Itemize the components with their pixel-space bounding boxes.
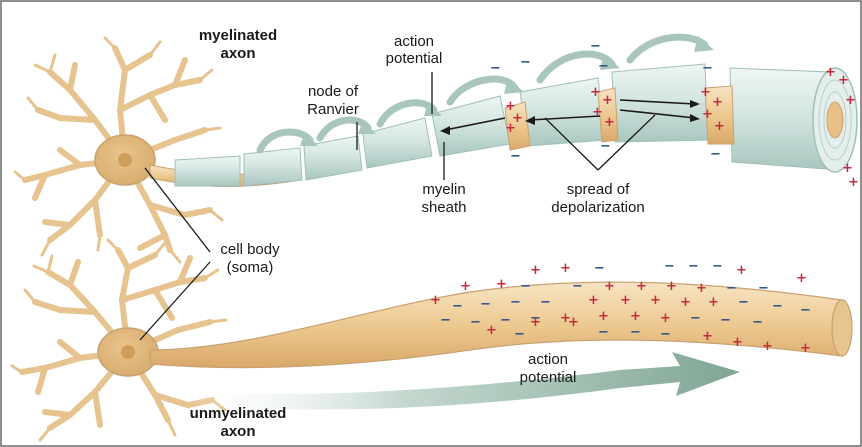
charge-minus: −	[752, 315, 763, 330]
charge-plus: +	[602, 93, 613, 108]
label-myelin-1: myelin	[422, 181, 465, 198]
charge-plus: +	[650, 293, 661, 308]
charge-minus: −	[702, 61, 713, 76]
charge-plus: +	[796, 271, 807, 286]
charge-plus: +	[496, 277, 507, 292]
charge-minus: −	[690, 311, 701, 326]
charge-minus: −	[664, 259, 675, 274]
charge-plus: +	[714, 119, 725, 134]
charge-minus: −	[710, 147, 721, 162]
label-unmyelinated: unmyelinated	[190, 405, 287, 422]
charge-plus: +	[762, 339, 773, 354]
charge-minus: −	[660, 327, 671, 342]
charge-minus: −	[590, 39, 601, 54]
charge-minus: −	[480, 297, 491, 312]
label-action-top-2: potential	[386, 50, 443, 67]
charge-plus: +	[530, 315, 541, 330]
charge-plus: +	[530, 263, 541, 278]
charge-plus: +	[712, 95, 723, 110]
charge-plus: +	[620, 293, 631, 308]
charge-plus: +	[630, 309, 641, 324]
label-node-2: Ranvier	[307, 101, 359, 118]
charge-plus: +	[842, 161, 853, 176]
charge-plus: +	[838, 73, 849, 88]
label-cellbody-1: cell body	[220, 241, 280, 258]
charge-plus: +	[588, 293, 599, 308]
charge-minus: −	[772, 299, 783, 314]
charge-plus: +	[848, 175, 859, 190]
charge-plus: +	[702, 107, 713, 122]
charge-plus: +	[590, 85, 601, 100]
top-nucleus	[118, 153, 132, 167]
charge-plus: +	[486, 323, 497, 338]
charge-plus: +	[560, 261, 571, 276]
charge-minus: −	[470, 315, 481, 330]
label-myelin-2: sheath	[421, 199, 466, 216]
charge-minus: −	[600, 139, 611, 154]
label-myelinated: myelinated	[199, 27, 277, 44]
charge-minus: −	[540, 295, 551, 310]
charge-plus: +	[825, 65, 836, 80]
charge-plus: +	[660, 311, 671, 326]
charge-plus: +	[666, 279, 677, 294]
charge-plus: +	[568, 315, 579, 330]
label-action-bottom-2: potential	[520, 369, 577, 386]
charge-plus: +	[732, 335, 743, 350]
charge-minus: −	[520, 279, 531, 294]
label-node-1: node of	[308, 83, 359, 100]
charge-plus: +	[505, 121, 516, 136]
label-cellbody-2: (soma)	[227, 259, 274, 276]
label-spread-1: spread of	[567, 181, 630, 198]
charge-minus: −	[726, 281, 737, 296]
charge-plus: +	[592, 105, 603, 120]
charge-minus: −	[510, 295, 521, 310]
charge-plus: +	[636, 279, 647, 294]
charge-plus: +	[702, 329, 713, 344]
charge-plus: +	[604, 279, 615, 294]
charge-minus: −	[500, 313, 511, 328]
charge-plus: +	[604, 115, 615, 130]
charge-minus: −	[720, 313, 731, 328]
charge-minus: −	[630, 325, 641, 340]
charge-minus: −	[758, 281, 769, 296]
charge-minus: −	[598, 59, 609, 74]
charge-minus: −	[510, 149, 521, 164]
label-axon-bottom: axon	[220, 423, 255, 440]
charge-minus: −	[598, 325, 609, 340]
charge-plus: +	[708, 295, 719, 310]
charge-plus: +	[736, 263, 747, 278]
charge-plus: +	[700, 85, 711, 100]
label-axon-top: axon	[220, 45, 255, 62]
label-spread-2: depolarization	[551, 199, 644, 216]
charge-plus: +	[598, 309, 609, 324]
charge-minus: −	[738, 295, 749, 310]
charge-plus: +	[696, 281, 707, 296]
charge-minus: −	[712, 259, 723, 274]
charge-plus: +	[680, 295, 691, 310]
bottom-nucleus	[121, 345, 135, 359]
charge-minus: −	[688, 259, 699, 274]
charge-plus: +	[845, 93, 856, 108]
charge-minus: −	[572, 279, 583, 294]
charge-minus: −	[490, 61, 501, 76]
charge-minus: −	[800, 303, 811, 318]
charge-minus: −	[514, 327, 525, 342]
charge-minus: −	[594, 261, 605, 276]
charge-minus: −	[520, 55, 531, 70]
charge-plus: +	[460, 279, 471, 294]
charge-plus: +	[800, 341, 811, 356]
charge-minus: −	[440, 313, 451, 328]
bottom-axon-end	[832, 300, 852, 356]
label-action-bottom-1: action	[528, 351, 568, 368]
charge-plus: +	[430, 293, 441, 308]
charge-minus: −	[452, 299, 463, 314]
label-action-top-1: action	[394, 33, 434, 50]
